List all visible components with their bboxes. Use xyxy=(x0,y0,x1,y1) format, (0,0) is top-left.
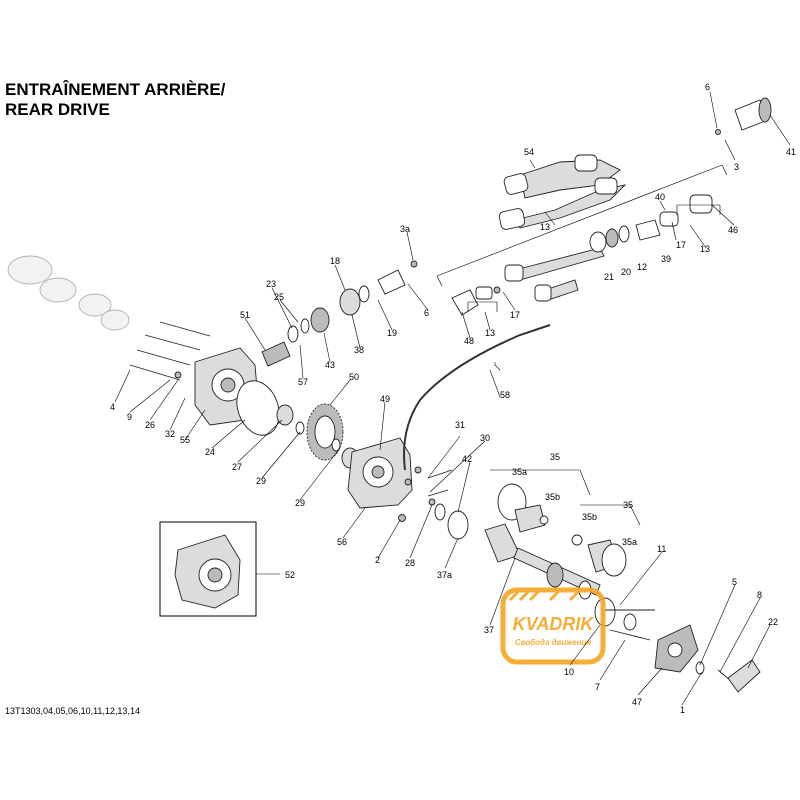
callout-29-right: 29 xyxy=(295,498,305,508)
callout-18: 18 xyxy=(330,256,340,266)
callout-42: 42 xyxy=(462,454,472,464)
callout-50: 50 xyxy=(349,372,359,382)
callout-37: 37 xyxy=(484,625,494,635)
callout-35-upper: 35 xyxy=(550,452,560,462)
callout-23: 23 xyxy=(266,279,276,289)
callout-26: 26 xyxy=(145,420,155,430)
callout-55: 55 xyxy=(180,435,190,445)
callout-35b-lower: 35b xyxy=(582,512,597,522)
callout-24: 24 xyxy=(205,447,215,457)
axle-assembly xyxy=(484,483,761,693)
callout-54: 54 xyxy=(524,147,534,157)
callout-6-lower: 6 xyxy=(424,308,429,318)
callout-12: 12 xyxy=(637,262,647,272)
callout-35-lower: 35 xyxy=(623,500,633,510)
callout-17-right: 17 xyxy=(676,240,686,250)
callout-37a: 37a xyxy=(437,570,452,580)
leader-lines xyxy=(114,91,791,706)
callout-27: 27 xyxy=(232,462,242,472)
callout-49: 49 xyxy=(380,394,390,404)
page-title-line-1: ENTRAÎNEMENT ARRIÈRE/ xyxy=(5,80,226,99)
callout-2: 2 xyxy=(375,555,380,565)
callout-31: 31 xyxy=(455,420,465,430)
callout-56: 56 xyxy=(337,537,347,547)
callout-52: 52 xyxy=(285,570,295,580)
callout-5: 5 xyxy=(732,577,737,587)
assembly-brackets xyxy=(436,164,728,526)
callout-17-left: 17 xyxy=(510,310,520,320)
inset-housing-box xyxy=(159,521,280,617)
callout-8: 8 xyxy=(757,590,762,600)
watermark-tagline: Свобода движения xyxy=(515,638,591,647)
callout-13-left: 13 xyxy=(485,328,495,338)
callout-35b-upper: 35b xyxy=(545,492,560,502)
callout-labels: 1 2 3 3a 4 5 6 6 7 8 9 10 11 12 13 13 13… xyxy=(110,82,796,715)
callout-41: 41 xyxy=(786,147,796,157)
callout-9: 9 xyxy=(127,412,132,422)
gear-housing-assembly xyxy=(129,285,551,540)
callout-10: 10 xyxy=(564,667,574,677)
callout-3: 3 xyxy=(734,162,739,172)
callout-22: 22 xyxy=(768,617,778,627)
callout-35a-upper: 35a xyxy=(512,467,527,477)
callout-48: 48 xyxy=(464,336,474,346)
callout-28: 28 xyxy=(405,558,415,568)
callout-6-upper: 6 xyxy=(705,82,710,92)
callout-7: 7 xyxy=(595,682,600,692)
callout-3a: 3a xyxy=(400,224,410,234)
callout-1: 1 xyxy=(680,705,685,715)
drive-shaft-assembly xyxy=(377,97,772,316)
callout-25: 25 xyxy=(274,292,284,302)
callout-29-left: 29 xyxy=(256,476,266,486)
callout-39: 39 xyxy=(661,254,671,264)
callout-32: 32 xyxy=(165,429,175,439)
callout-13-right: 13 xyxy=(700,244,710,254)
kvadrik-watermark: KVADRIK Свобода движения xyxy=(500,587,606,665)
faded-ghost-part xyxy=(7,255,130,331)
callout-4: 4 xyxy=(110,402,115,412)
callout-57: 57 xyxy=(298,377,308,387)
callout-46: 46 xyxy=(728,225,738,235)
callout-35a-lower: 35a xyxy=(622,537,637,547)
callout-20: 20 xyxy=(621,267,631,277)
callout-19: 19 xyxy=(387,328,397,338)
page-title-line-2: REAR DRIVE xyxy=(5,100,110,119)
callout-13-upper: 13 xyxy=(540,222,550,232)
callout-40: 40 xyxy=(655,192,665,202)
callout-43: 43 xyxy=(325,360,335,370)
callout-11: 11 xyxy=(657,544,666,554)
page-title: ENTRAÎNEMENT ARRIÈRE/ REAR DRIVE xyxy=(5,80,225,120)
callout-21: 21 xyxy=(604,272,614,282)
figure-code: 13T1303,04,05,06,10,11,12,13,14 xyxy=(5,706,140,716)
callout-58: 58 xyxy=(500,390,510,400)
watermark-brand: KVADRIK xyxy=(513,614,596,634)
callout-30: 30 xyxy=(480,433,490,443)
callout-38: 38 xyxy=(354,345,364,355)
callout-51: 51 xyxy=(240,310,250,320)
callout-47: 47 xyxy=(632,697,642,707)
